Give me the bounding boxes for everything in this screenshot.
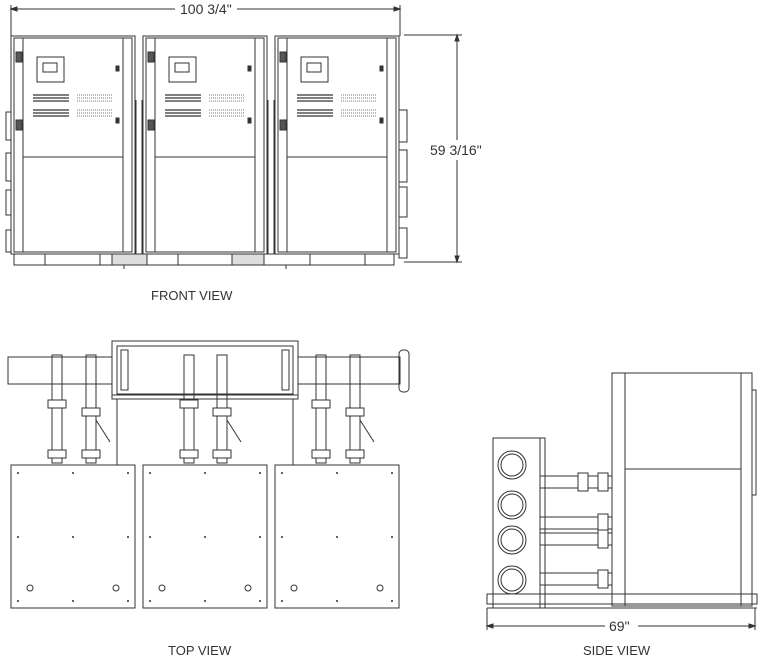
top-manifold bbox=[7, 340, 410, 465]
front-interconnect bbox=[135, 100, 275, 254]
width-dimension-line bbox=[9, 5, 402, 36]
height-dimension-line bbox=[404, 33, 462, 264]
top-pipe-risers bbox=[47, 354, 375, 464]
side-pipe-rack bbox=[492, 437, 546, 609]
front-base bbox=[13, 253, 395, 269]
front-cabinet-1 bbox=[5, 35, 136, 255]
side-view bbox=[485, 372, 758, 630]
overall-depth-dimension: 69" bbox=[606, 618, 633, 634]
side-cabinet bbox=[611, 372, 757, 607]
top-view bbox=[7, 340, 410, 609]
front-cabinet-3 bbox=[274, 35, 408, 259]
overall-width-dimension: 100 3/4" bbox=[177, 1, 235, 17]
overall-height-dimension: 59 3/16" bbox=[427, 142, 485, 158]
front-cabinet-2 bbox=[142, 35, 268, 255]
side-base bbox=[486, 593, 758, 609]
side-connecting-pipes bbox=[539, 472, 613, 589]
front-view-label: FRONT VIEW bbox=[151, 288, 233, 303]
front-view bbox=[5, 5, 462, 269]
depth-dimension-line bbox=[485, 608, 757, 630]
top-view-label: TOP VIEW bbox=[168, 643, 232, 658]
top-cabinets bbox=[10, 464, 400, 609]
side-view-label: SIDE VIEW bbox=[583, 643, 651, 658]
